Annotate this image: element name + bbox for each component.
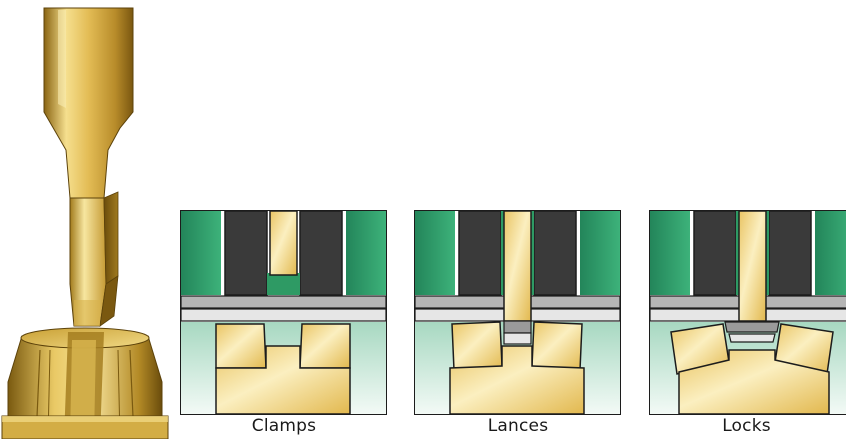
housing-left xyxy=(181,211,221,295)
clamps-panel xyxy=(180,210,387,415)
pin xyxy=(504,211,531,321)
lances-panel xyxy=(414,210,621,415)
pin-and-socket-illustration xyxy=(0,0,170,439)
contact-right xyxy=(300,324,350,368)
pin xyxy=(270,211,297,275)
contact-left xyxy=(216,324,266,368)
contact-right xyxy=(532,322,582,370)
lower-plate xyxy=(181,309,386,321)
housing-right xyxy=(346,211,386,295)
pin-shaft xyxy=(44,8,133,198)
locks-label: Locks xyxy=(647,416,846,436)
block-left xyxy=(225,211,267,295)
clamps-label: Clamps xyxy=(181,416,387,436)
pin xyxy=(739,211,766,321)
locks-panel xyxy=(649,210,846,415)
upper-plate xyxy=(181,296,386,308)
block-right xyxy=(300,211,342,295)
lances-label: Lances xyxy=(415,416,621,436)
pin-tip xyxy=(504,321,531,333)
lock-bar xyxy=(725,322,779,332)
contact-left xyxy=(452,322,502,370)
